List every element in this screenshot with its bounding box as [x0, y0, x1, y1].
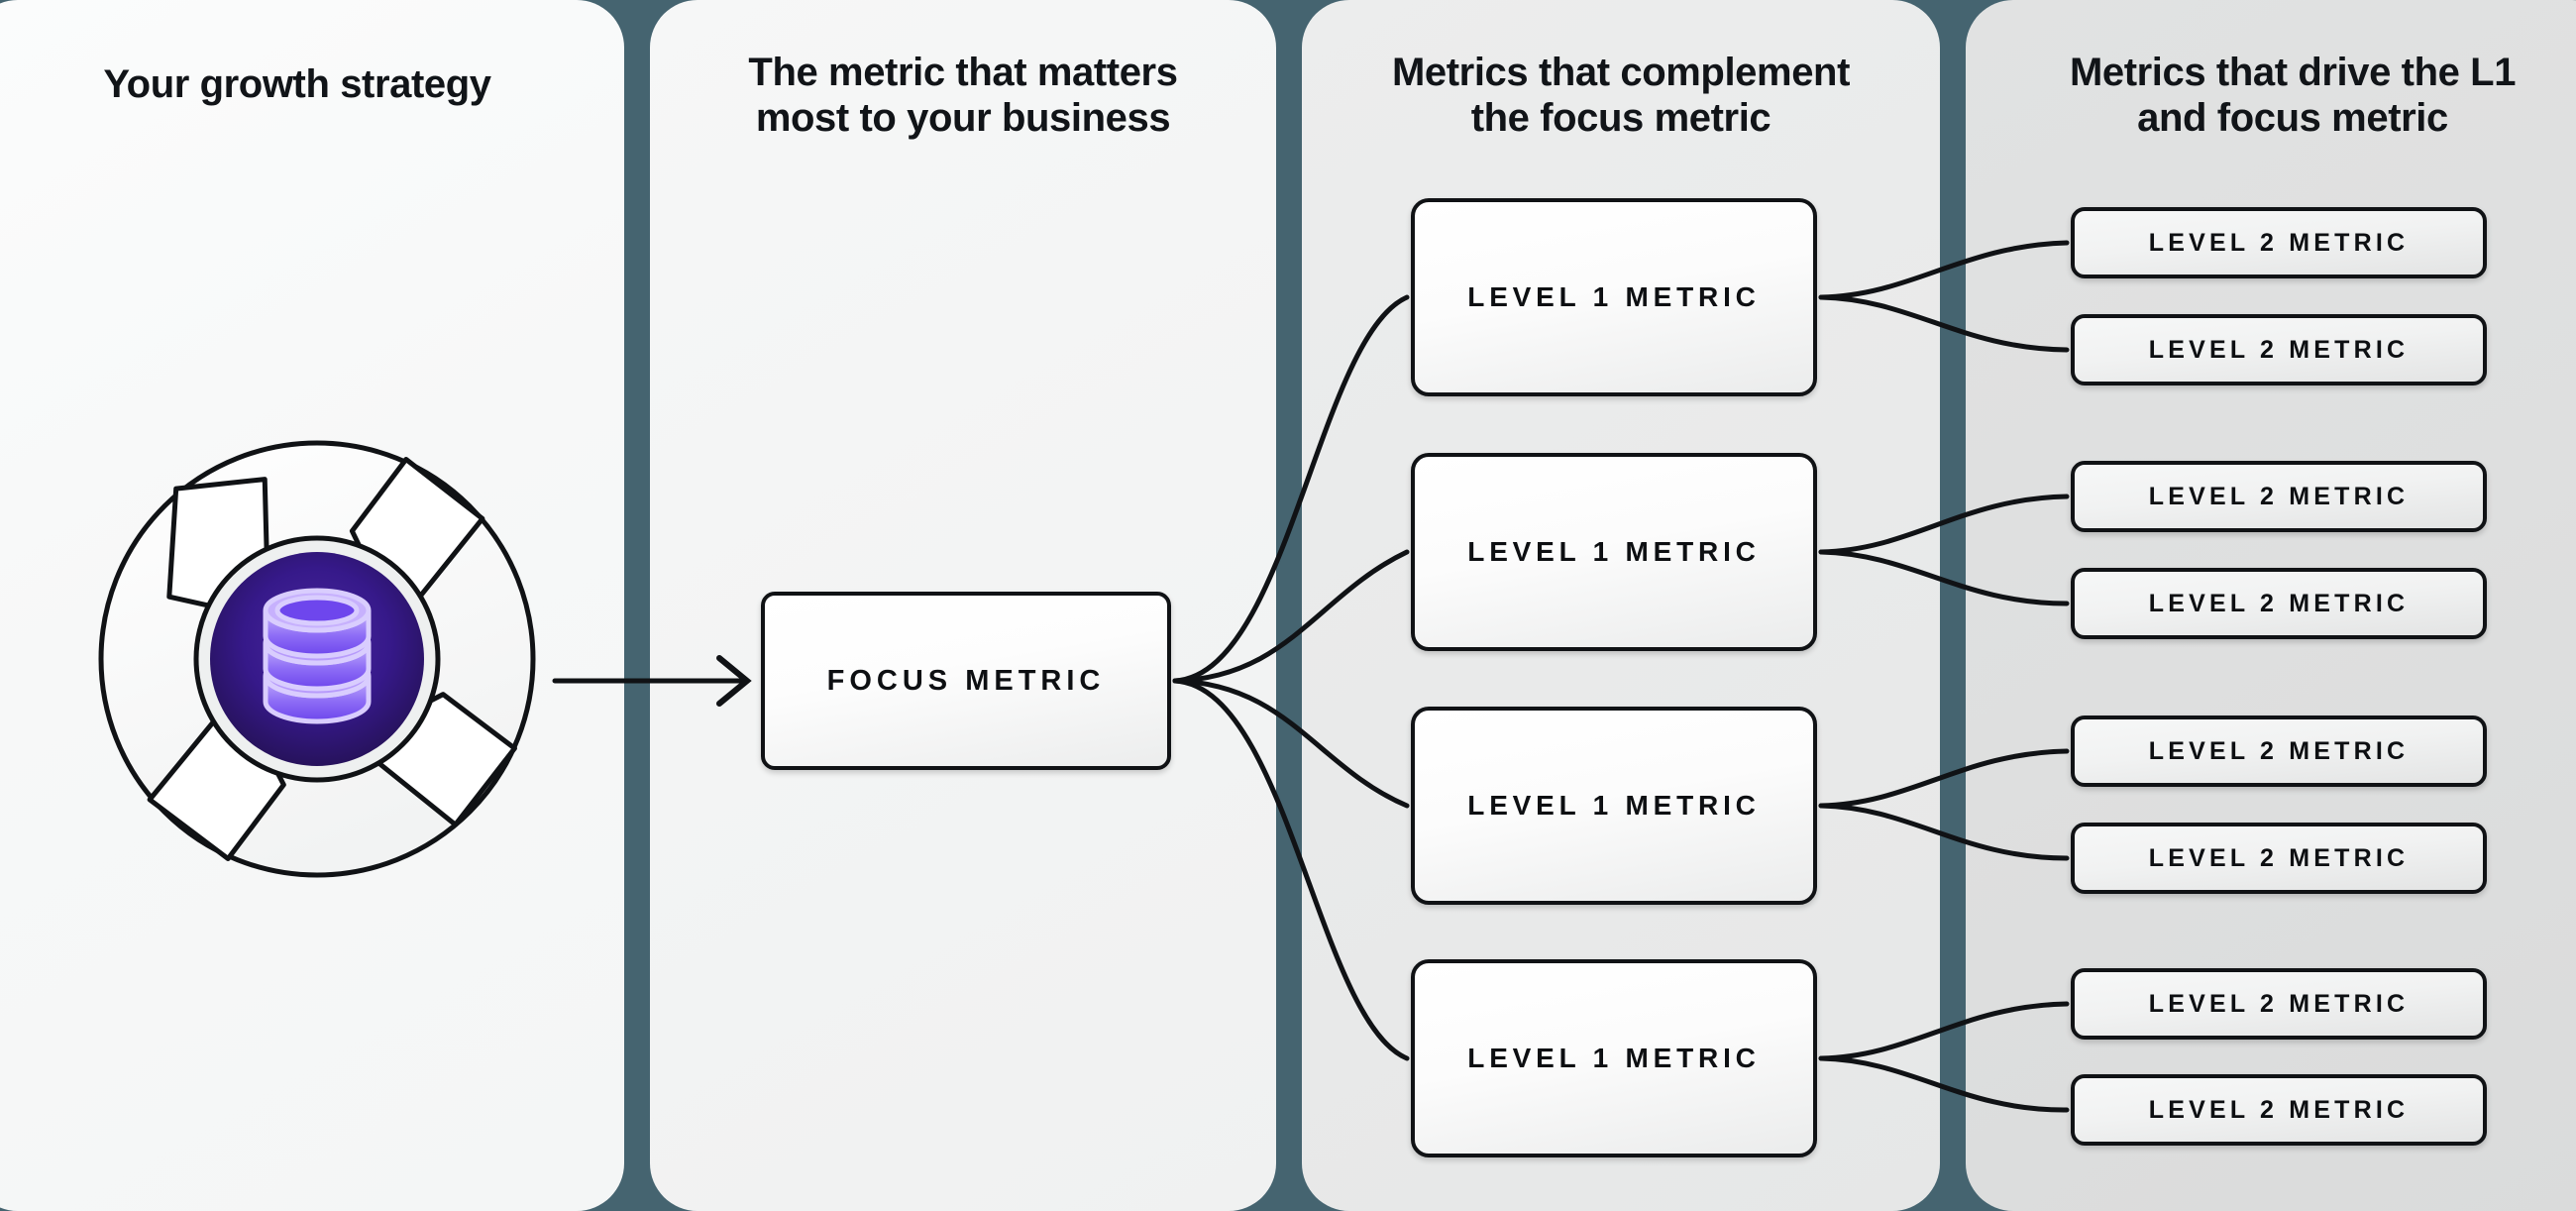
- focus-metric-box[interactable]: FOCUS METRIC: [761, 592, 1171, 770]
- level-1-metric-label: LEVEL 1 METRIC: [1467, 536, 1761, 567]
- level-2-metric-box-4[interactable]: LEVEL 2 METRIC: [2071, 568, 2487, 639]
- level-1-metric-label: LEVEL 1 METRIC: [1467, 281, 1761, 312]
- level-1-metric-box-4[interactable]: LEVEL 1 METRIC: [1411, 959, 1817, 1157]
- level-2-metric-box-8[interactable]: LEVEL 2 METRIC: [2071, 1074, 2487, 1146]
- focus-metric-label: FOCUS METRIC: [826, 664, 1106, 697]
- level-2-metric-label: LEVEL 2 METRIC: [2148, 589, 2410, 617]
- level-1-metric-box-1[interactable]: LEVEL 1 METRIC: [1411, 198, 1817, 396]
- level-1-metric-box-2[interactable]: LEVEL 1 METRIC: [1411, 453, 1817, 651]
- level-2-metric-label: LEVEL 2 METRIC: [2148, 989, 2410, 1018]
- level-2-metric-box-6[interactable]: LEVEL 2 METRIC: [2071, 823, 2487, 894]
- level-2-metric-label: LEVEL 2 METRIC: [2148, 228, 2410, 257]
- level-2-metric-label: LEVEL 2 METRIC: [2148, 736, 2410, 765]
- level-1-metric-label: LEVEL 1 METRIC: [1467, 1043, 1761, 1073]
- level-1-metric-label: LEVEL 1 METRIC: [1467, 790, 1761, 821]
- level-2-metric-box-1[interactable]: LEVEL 2 METRIC: [2071, 207, 2487, 278]
- level-2-metric-box-2[interactable]: LEVEL 2 METRIC: [2071, 314, 2487, 385]
- level-2-metric-label: LEVEL 2 METRIC: [2148, 482, 2410, 510]
- pinwheel-database-logo: [98, 440, 536, 878]
- database-icon: [263, 588, 372, 724]
- level-2-metric-label: LEVEL 2 METRIC: [2148, 335, 2410, 364]
- level-2-metric-box-7[interactable]: LEVEL 2 METRIC: [2071, 968, 2487, 1040]
- level-2-metric-box-3[interactable]: LEVEL 2 METRIC: [2071, 461, 2487, 532]
- level-2-metric-label: LEVEL 2 METRIC: [2148, 1095, 2410, 1124]
- level-2-metric-label: LEVEL 2 METRIC: [2148, 843, 2410, 872]
- level-2-metric-box-5[interactable]: LEVEL 2 METRIC: [2071, 716, 2487, 787]
- level-1-metric-box-3[interactable]: LEVEL 1 METRIC: [1411, 707, 1817, 905]
